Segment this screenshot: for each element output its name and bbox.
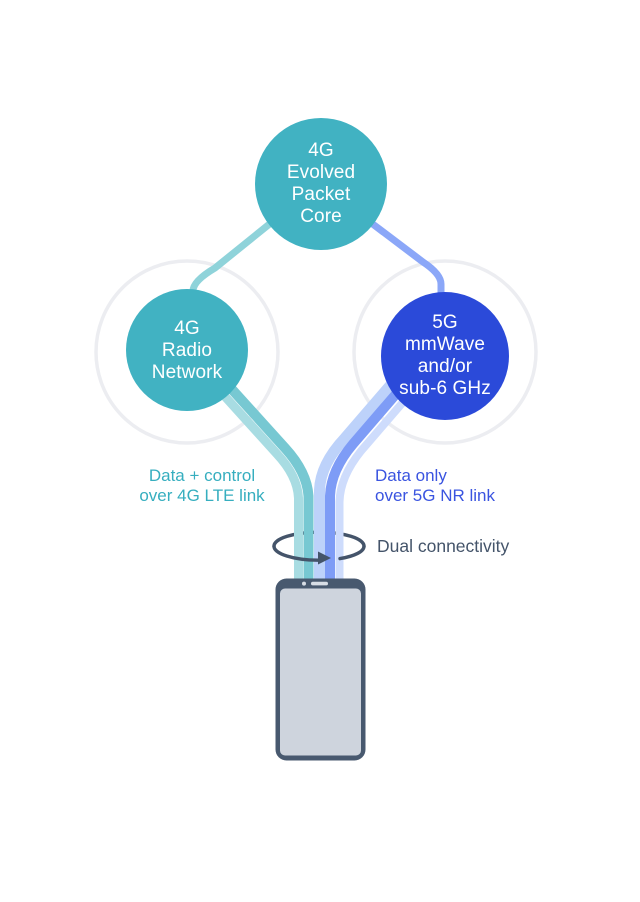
node-label-line: sub-6 GHz [399, 378, 491, 399]
node-label-line: 4G [174, 318, 200, 339]
lte-link-label-line: over 4G LTE link [139, 486, 265, 505]
node-label-line: and/or [417, 356, 473, 377]
node-label-line: Packet [291, 184, 351, 205]
nr-link-label: Data only over 5G NR link [375, 466, 565, 506]
halo-ring-4g-radio [94, 259, 280, 445]
node-label-epc: 4G Evolved Packet Core [241, 140, 401, 228]
strand-5g [325, 375, 413, 584]
halo-ring-5g [352, 259, 538, 445]
loop-arrowhead-icon [318, 551, 331, 565]
nr-link-label-line: over 5G NR link [375, 486, 495, 505]
node-label-5g: 5G mmWave and/or sub-6 GHz [365, 312, 525, 400]
node-label-line: Evolved [286, 162, 356, 183]
node-5g-circle [381, 292, 509, 420]
node-4g-radio-circle [126, 289, 248, 411]
node-label-line: Network [151, 362, 223, 383]
node-label-line: Radio [161, 340, 213, 361]
strand-5g-pale [335, 383, 421, 584]
connector-epc-to-5g [366, 218, 445, 306]
strand-5g-light [314, 369, 406, 584]
dual-connectivity-label: Dual connectivity [377, 536, 510, 556]
strand-4g [224, 381, 314, 584]
node-label-line: mmWave [404, 334, 486, 355]
lte-link-label: Data + control over 4G LTE link [112, 466, 292, 506]
lte-link-label-line: Data + control [148, 466, 256, 485]
dual-connectivity-loop-front-right [338, 544, 366, 561]
node-label-line: Core [300, 206, 342, 227]
node-label-line: 5G [432, 312, 458, 333]
node-label-line: 4G [308, 140, 334, 161]
node-epc-circle [255, 118, 387, 250]
phone-camera-dot [302, 581, 306, 586]
strand-4g-light [216, 387, 303, 584]
phone-screen [280, 588, 361, 756]
nr-link-label-line: Data only [375, 466, 447, 485]
phone-speaker [311, 581, 328, 586]
node-label-4g-radio: 4G Radio Network [107, 318, 267, 384]
dual-connectivity-loop-front-left [272, 544, 320, 562]
